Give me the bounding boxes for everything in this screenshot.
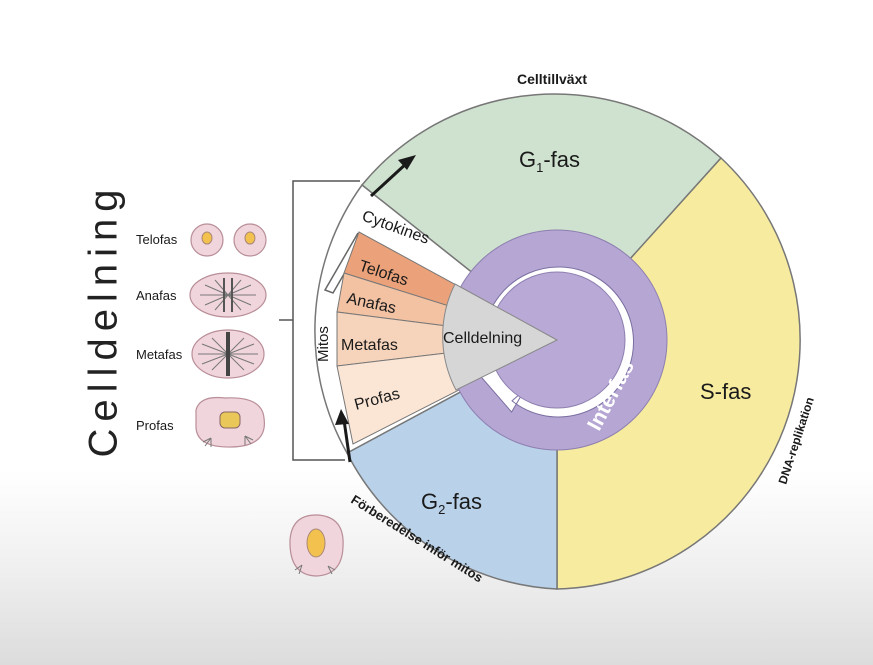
top-arrow-head [398,155,416,170]
celldivision-wedge [442,283,559,391]
prep-cell [289,514,344,577]
bottom-arrow-head [335,409,349,425]
profas-cells [195,396,265,448]
mitosis-label: Mitos [315,326,332,362]
telofas-cells [190,223,267,257]
metafas-cells [191,329,265,379]
g1-phase-sector [360,93,723,342]
top-arrow [369,160,410,198]
cell-label-anafas: Anafas [136,288,177,303]
metafas-label: Metafas [341,337,398,354]
g1-label: G1-fas [519,147,580,175]
s-phase-sector [556,156,801,590]
s-phase-label: S-fas [700,379,751,404]
cell-label-metafas: Metafas [136,347,183,362]
bottom-arrow [342,419,352,463]
g2-label: G2-fas [421,489,482,517]
cell-label-profas: Profas [136,418,174,433]
celldivision-label: Celldelning [443,330,522,347]
anafas-cells [189,272,267,318]
cell-label-telofas: Telofas [136,232,178,247]
g1-note: Celltillväxt [517,71,587,87]
